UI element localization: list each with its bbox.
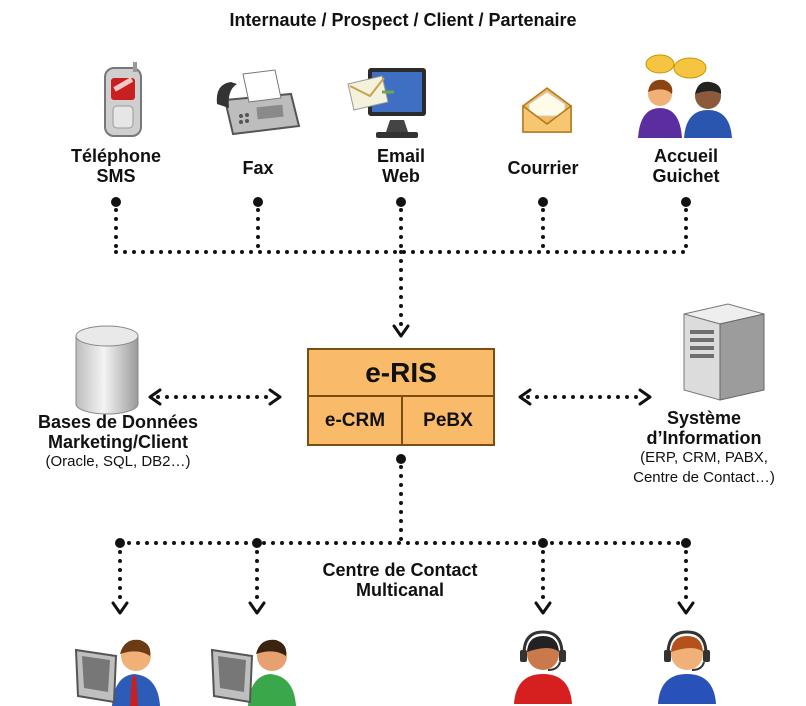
- server-tower-icon: [683, 303, 765, 401]
- channel-line: Fax: [242, 158, 274, 178]
- channel-label-courrier: Courrier: [478, 158, 608, 178]
- database-link: [148, 388, 282, 406]
- system-line: Système: [666, 408, 742, 428]
- channel-line: Web: [382, 166, 420, 187]
- ecrm-cell: e-CRM: [309, 397, 403, 444]
- channel-label-accueil: Accueil Guichet: [621, 146, 751, 186]
- agent-headset-icon: [514, 630, 572, 704]
- database-line: Marketing/Client: [47, 432, 189, 453]
- channel-line: Téléphone: [70, 146, 161, 166]
- database-label: Bases de Données Marketing/Client (Oracl…: [0, 412, 236, 472]
- channel-line: Email: [376, 146, 426, 166]
- system-detail: (ERP, CRM, PABX,: [640, 449, 768, 467]
- channel-label-fax: Fax: [198, 158, 318, 178]
- agent-connectors: [111, 454, 695, 615]
- channel-label-email: Email Web: [341, 146, 461, 186]
- contact-center-line: Centre de Contact: [322, 560, 478, 580]
- channel-connectors: [111, 197, 691, 338]
- page-title: Internaute / Prospect / Client / Partena…: [0, 10, 806, 30]
- system-detail: Centre de Contact…): [633, 468, 775, 486]
- system-link: [518, 388, 652, 406]
- envelope-icon: [522, 87, 572, 133]
- fax-machine-icon: [216, 69, 301, 136]
- agent-headset-icon: [658, 630, 716, 704]
- database-cylinder-icon: [75, 325, 139, 415]
- eris-title: e-RIS: [309, 350, 493, 397]
- email-monitor-icon: [347, 68, 426, 138]
- system-line: d’Information: [646, 428, 762, 449]
- channel-line: Guichet: [652, 166, 720, 187]
- eris-box: e-RIS e-CRM PeBX: [307, 348, 495, 446]
- channel-line: Accueil: [653, 146, 719, 166]
- database-detail: (Oracle, SQL, DB2…): [45, 453, 191, 471]
- contact-center-line: Multicanal: [355, 580, 444, 601]
- mobile-phone-icon: [104, 62, 142, 137]
- agent-computer-icon: [210, 639, 296, 706]
- people-chat-icon: [638, 54, 732, 138]
- agent-computer-icon: [74, 639, 160, 706]
- arrow-down-to-eris: [392, 324, 410, 338]
- contact-center-label: Centre de Contact Multicanal: [270, 560, 530, 600]
- pebx-cell: PeBX: [423, 410, 473, 431]
- channel-label-telephone: Téléphone SMS: [46, 146, 186, 186]
- database-line: Bases de Données: [37, 412, 199, 432]
- channel-line: SMS: [96, 166, 136, 187]
- title-text: Internaute / Prospect / Client / Partena…: [229, 10, 577, 30]
- channel-line: Courrier: [507, 158, 579, 178]
- system-label: Système d’Information (ERP, CRM, PABX, C…: [604, 408, 804, 487]
